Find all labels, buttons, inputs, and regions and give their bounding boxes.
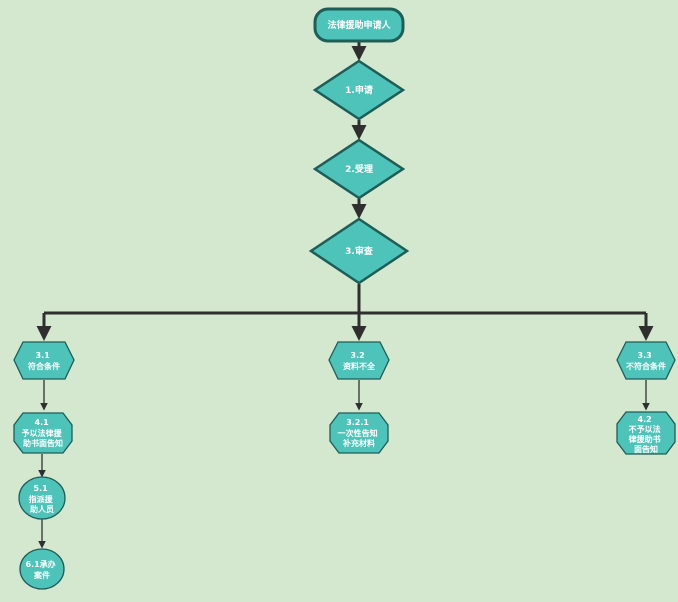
node-incomplete[interactable]: 3.2 资料不全 (328, 341, 390, 380)
node-accept-label: 2.受理 (345, 163, 373, 175)
node-assign-shape (18, 476, 66, 520)
node-supplement-notice[interactable]: 3.2.1 一次性告知 补充材料 (329, 412, 389, 454)
node-unqualified-shape (616, 341, 676, 380)
node-accept[interactable]: 2.受理 (312, 138, 406, 200)
node-incomplete-label: 3.2 资料不全 (343, 351, 376, 371)
node-accept-shape (312, 138, 406, 200)
node-applicant-shape (313, 7, 405, 43)
node-handle-label: 6.1承办 案件 (26, 559, 59, 580)
node-applicant-label: 法律援助申请人 (327, 19, 391, 31)
node-assign[interactable]: 5.1 指派援 助人员 (18, 476, 66, 520)
node-qualified-label: 3.1 符合条件 (28, 351, 60, 371)
node-review-label: 3.审查 (345, 245, 374, 257)
node-supplement-notice-shape (329, 412, 389, 454)
node-qualified[interactable]: 3.1 符合条件 (13, 341, 75, 380)
node-supplement-notice-label: 3.2.1 一次性告知 补充材料 (338, 418, 381, 448)
node-apply[interactable]: 1.申请 (312, 59, 406, 121)
node-apply-shape (312, 59, 406, 121)
connectors (36, 41, 654, 549)
node-qualified-shape (13, 341, 75, 380)
node-applicant[interactable]: 法律援助申请人 (313, 7, 405, 43)
node-handle[interactable]: 6.1承办 案件 (19, 548, 65, 590)
node-unqualified-label: 3.3 不符合条件 (626, 351, 666, 371)
node-review[interactable]: 3.审查 (308, 217, 410, 285)
node-grant-notice[interactable]: 4.1 予以法律援 助书面告知 (13, 412, 73, 454)
node-assign-label: 5.1 指派援 助人员 (29, 484, 56, 514)
nodes: 法律援助申请人 1.申请 2.受理 3.审查 3.1 符合条件 (13, 7, 676, 590)
node-unqualified[interactable]: 3.3 不符合条件 (616, 341, 676, 380)
node-deny-notice-shape (616, 411, 676, 455)
node-deny-notice[interactable]: 4.2 不予以法 律援助书 面告知 (616, 411, 676, 455)
node-deny-notice-label: 4.2 不予以法 律援助书 面告知 (629, 415, 664, 454)
node-grant-notice-label: 4.1 予以法律援 助书面告知 (22, 418, 65, 448)
node-incomplete-shape (328, 341, 390, 380)
node-apply-label: 1.申请 (345, 84, 373, 96)
node-handle-shape (19, 548, 65, 590)
node-review-shape (308, 217, 410, 285)
node-grant-notice-shape (13, 412, 73, 454)
